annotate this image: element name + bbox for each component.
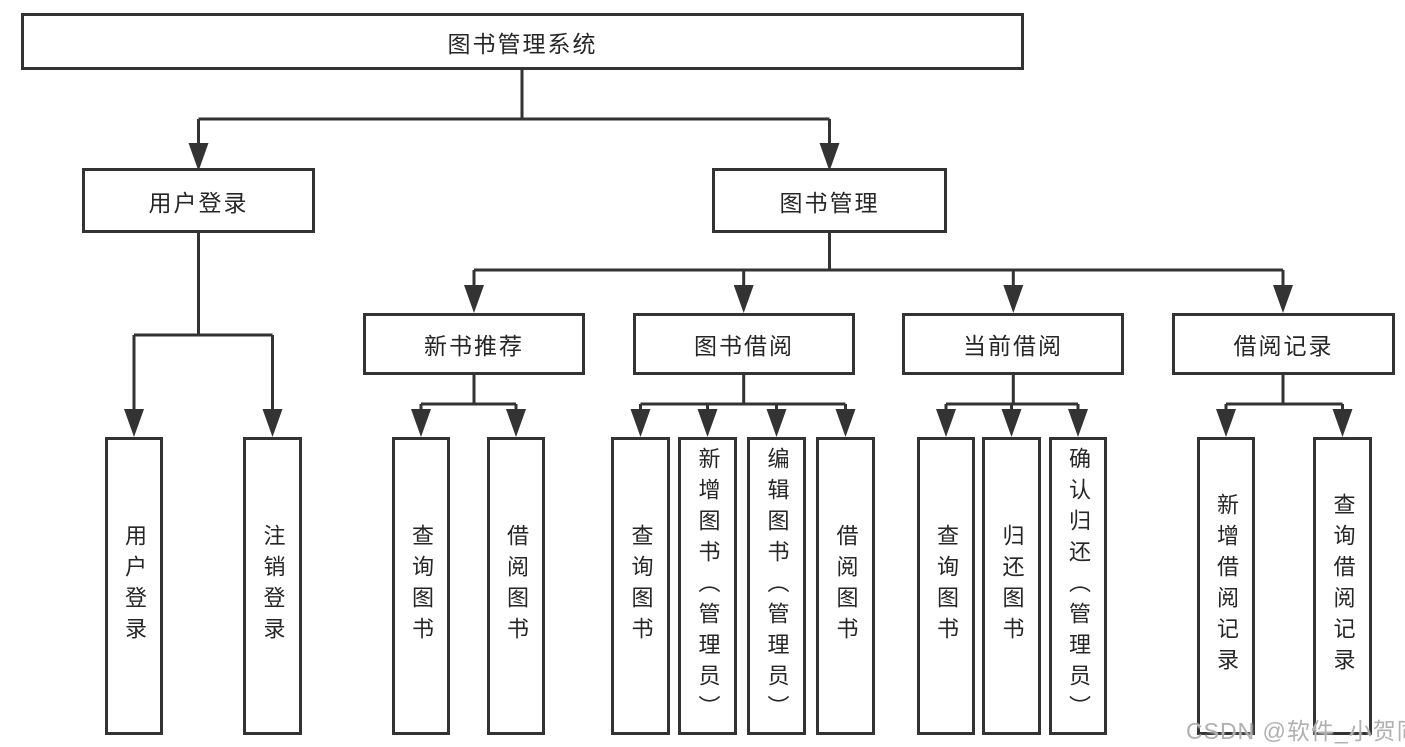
csdn-watermark: CSDN @软件_小贺同学 [1186,718,1405,744]
leaf-current-return-books: 归还图书 [982,437,1041,735]
leaf-records-add-borrow-record: 新增借阅记录 [1197,437,1255,735]
node-new-book-recommendation: 新书推荐 [363,313,585,375]
leaf-borrowing-edit-books-admin: 编辑图书（管理员） [747,437,806,735]
leaf-current-confirm-return-admin: 确认归还（管理员） [1049,437,1107,735]
leaf-borrowing-borrow-books: 借阅图书 [816,437,875,735]
node-current-borrowing: 当前借阅 [902,313,1124,375]
leaf-borrowing-add-books-admin: 新增图书（管理员） [678,437,737,735]
connector-edges [132,70,1344,413]
node-book-borrowing: 图书借阅 [633,313,855,375]
node-user-login: 用户登录 [82,168,315,233]
node-book-management: 图书管理 [712,168,947,233]
arrowheads [124,143,1353,437]
leaf-current-query-books: 查询图书 [917,437,975,735]
leaf-user-login: 用户登录 [105,437,163,735]
node-borrowing-records: 借阅记录 [1172,313,1395,375]
leaf-newrec-borrow-books: 借阅图书 [487,437,545,735]
node-library-management-system: 图书管理系统 [21,13,1024,70]
leaf-borrowing-query-books: 查询图书 [611,437,670,735]
leaf-records-query-borrow-record: 查询借阅记录 [1313,437,1372,735]
leaf-logout: 注销登录 [243,437,302,735]
leaf-newrec-query-books: 查询图书 [392,437,450,735]
